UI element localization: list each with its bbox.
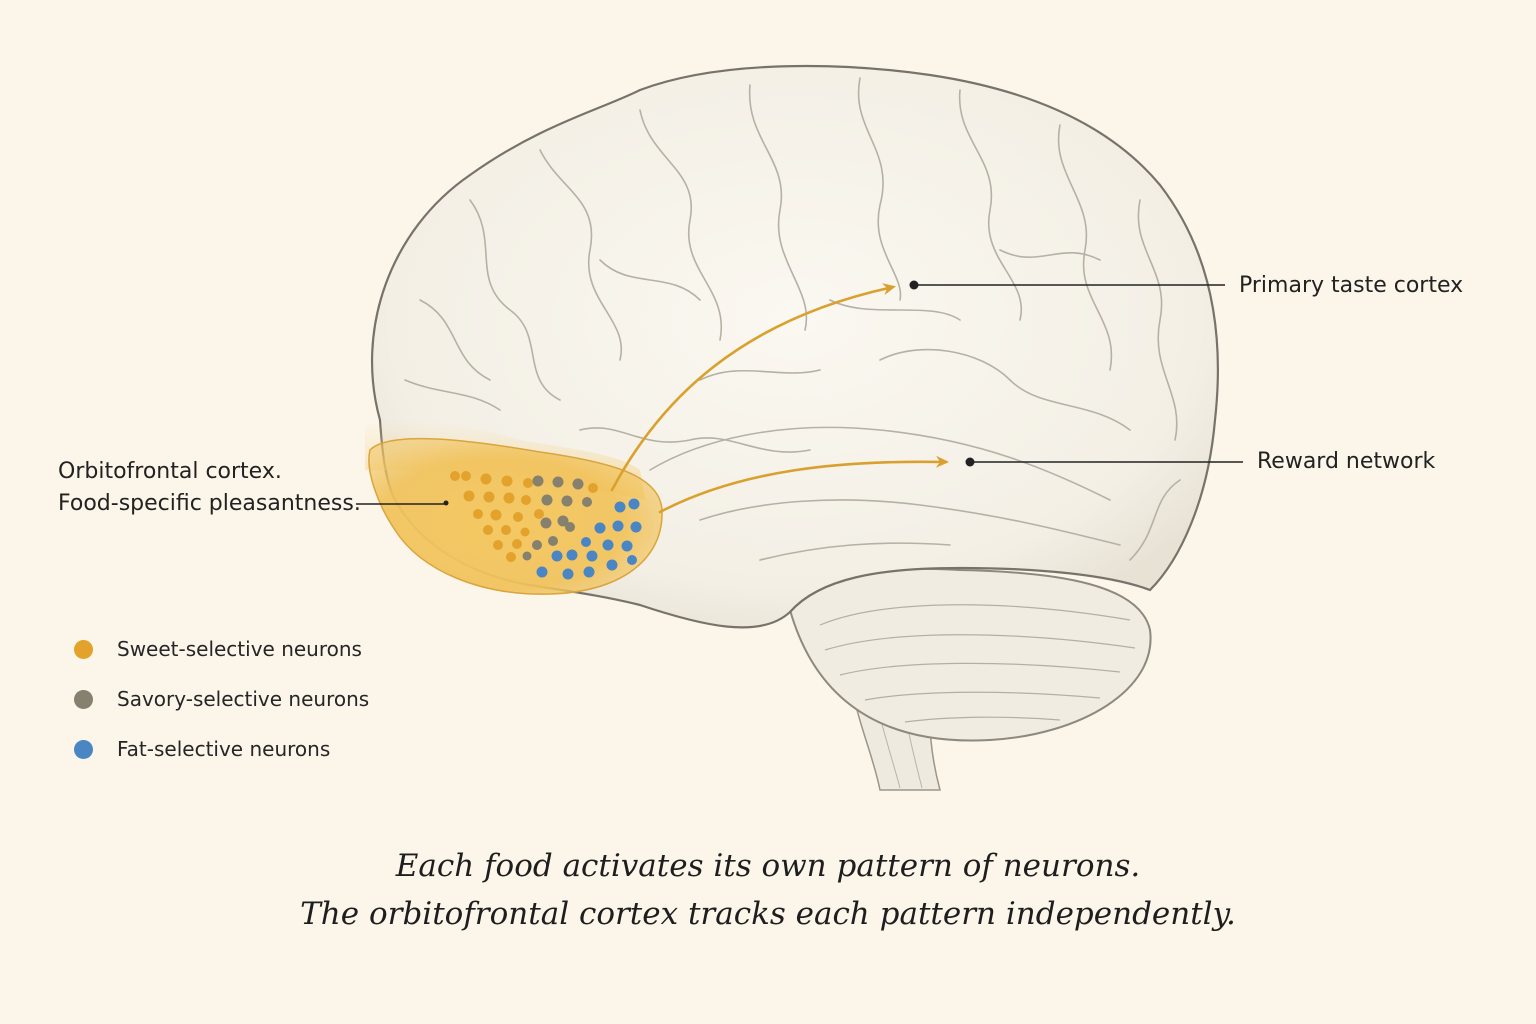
neuron-dot-icon — [74, 639, 93, 659]
arrow-to-reward-network — [658, 455, 949, 514]
leader-lines — [356, 280, 1243, 505]
connection-arrows — [610, 283, 949, 514]
reward-network-label: Reward network — [1257, 449, 1436, 474]
legend-label: Sweet-selective neurons — [117, 637, 362, 661]
fat-neuron-dots — [536, 498, 642, 580]
legend-item-savory: Savory-selective neurons — [74, 674, 369, 724]
orbitofrontal-label-line1: Orbitofrontal cortex. — [58, 459, 282, 484]
primary-taste-cortex-label: Primary taste cortex — [1239, 273, 1464, 298]
arrow-to-taste-cortex — [610, 283, 896, 492]
legend-label: Savory-selective neurons — [117, 687, 370, 711]
neuron-dot-icon — [74, 689, 93, 709]
legend-item-fat: Fat-selective neurons — [74, 724, 369, 774]
legend: Sweet-selective neurons Savory-selective… — [74, 624, 369, 774]
neuron-dot-icon — [74, 739, 93, 759]
legend-label: Fat-selective neurons — [117, 737, 331, 761]
savory-neuron-dots — [522, 475, 592, 561]
orbitofrontal-label: Orbitofrontal cortex. Food-specific plea… — [58, 456, 361, 520]
caption-line1: Each food activates its own pattern of n… — [395, 848, 1141, 884]
neuron-cluster — [443, 471, 642, 580]
caption-line2: The orbitofrontal cortex tracks each pat… — [300, 896, 1236, 932]
sweet-neuron-dots — [443, 471, 598, 562]
legend-item-sweet: Sweet-selective neurons — [74, 624, 369, 674]
caption: Each food activates its own pattern of n… — [0, 842, 1536, 938]
cerebellum — [788, 567, 1152, 742]
orbitofrontal-label-line2: Food-specific pleasantness. — [58, 491, 361, 516]
